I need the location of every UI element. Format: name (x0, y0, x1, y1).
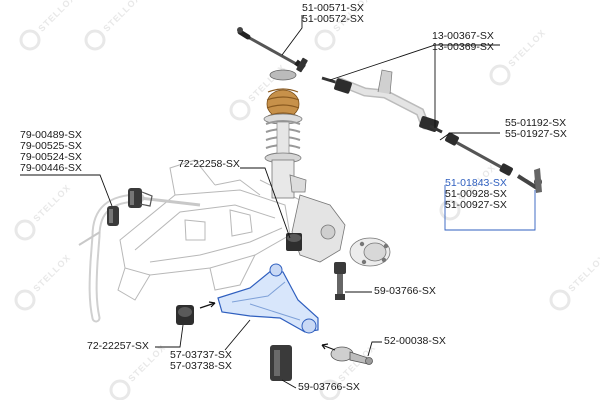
stabilizer-bar-drawing (78, 193, 201, 323)
callout-link-lower: 59-03766-SX (298, 382, 360, 393)
watermark-text: STELLOX (36, 0, 77, 34)
part-number: 13-00369-SX (432, 41, 494, 53)
tie-rod-drawing (237, 27, 308, 73)
part-number: 51-00927-SX (445, 199, 507, 211)
watermark-text: STELLOX (31, 252, 72, 293)
part-number: 51-00928-SX (445, 188, 507, 200)
arm-bushings (176, 233, 302, 381)
leader-control-arm (224, 319, 251, 351)
part-number-highlighted: 51-01843-SX (445, 177, 507, 189)
part-number: 55-01927-SX (505, 128, 567, 140)
leader-stabilizer-bush (20, 174, 113, 207)
part-number: 72-22258-SX (178, 158, 240, 170)
callout-arm-bush-rear: 72-22257-SX (87, 341, 149, 352)
ball-joint-drawing (321, 343, 373, 365)
leader-link-lower (281, 379, 297, 389)
leader-lines (20, 15, 536, 389)
tie-rod-end-drawing (516, 168, 542, 193)
part-number: 79-00489-SX (20, 129, 82, 141)
leader-arm-bush-front (240, 167, 291, 239)
callout-tie-rod: 51-00571-SX 51-00572-SX (302, 3, 364, 25)
watermark-text: STELLOX (506, 27, 547, 68)
part-number: 51-00572-SX (302, 13, 364, 25)
leader-tie-rod-end (444, 185, 536, 231)
part-number: 57-03738-SX (170, 360, 232, 372)
callout-arm-bush-front: 72-22258-SX (178, 159, 240, 170)
callout-tie-rod-end: 51-01843-SX 51-00928-SX 51-00927-SX (445, 178, 507, 211)
part-number: 13-00367-SX (432, 30, 494, 42)
part-number: 51-00571-SX (302, 2, 364, 14)
strut-drawing (263, 69, 307, 199)
callout-control-arm: 57-03737-SX 57-03738-SX (170, 350, 232, 372)
part-number: 55-01192-SX (505, 117, 567, 129)
inner-rod-drawing (445, 132, 513, 176)
part-number: 57-03737-SX (170, 349, 232, 361)
steering-rack-drawing (321, 69, 443, 134)
part-number: 79-00524-SX (20, 151, 82, 163)
callout-rack: 13-00367-SX 13-00369-SX (432, 31, 494, 53)
leader-inner-rod (439, 132, 500, 141)
leader-ball-joint (367, 341, 382, 357)
callout-stabilizer-bush: 79-00489-SX 79-00525-SX 79-00524-SX 79-0… (20, 130, 82, 174)
callout-link-upper: 59-03766-SX (374, 286, 436, 297)
part-number: 79-00525-SX (20, 140, 82, 152)
part-number: 72-22257-SX (87, 340, 149, 352)
stabilizer-link-drawing (334, 262, 346, 300)
watermark-text: STELLOX (31, 182, 72, 223)
part-number: 59-03766-SX (374, 285, 436, 297)
leader-rack (329, 44, 500, 128)
watermark-text: STELLOX (101, 0, 142, 34)
stabilizer-bushings (107, 188, 153, 226)
callout-inner-rod: 55-01192-SX 55-01927-SX (505, 118, 567, 140)
watermark-text: STELLOX (566, 252, 600, 293)
leader-arm-bush-rear (155, 324, 184, 348)
control-arm-drawing (217, 263, 319, 334)
part-number: 59-03766-SX (298, 381, 360, 393)
part-number: 52-00038-SX (384, 335, 446, 347)
knuckle-drawing (291, 194, 391, 267)
callout-ball-joint: 52-00038-SX (384, 336, 446, 347)
leader-tie-rod (281, 15, 303, 56)
part-number: 79-00446-SX (20, 162, 82, 174)
